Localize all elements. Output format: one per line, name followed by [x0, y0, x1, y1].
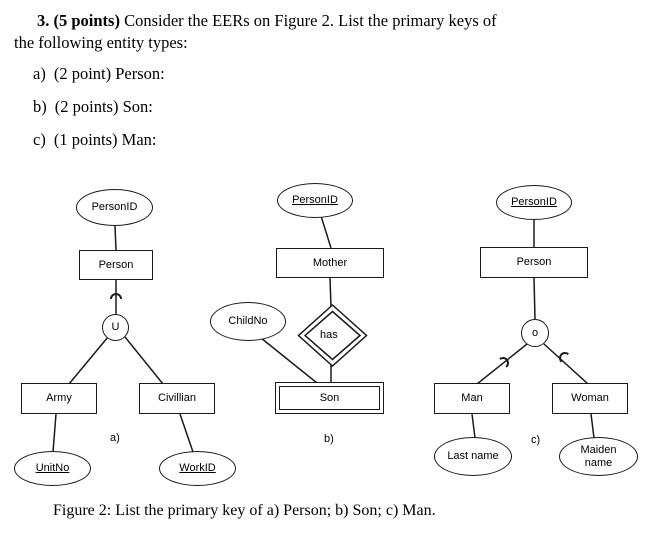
- entity-mother: Mother: [276, 248, 384, 278]
- entity-person-c-label: Person: [516, 256, 552, 269]
- question-intro1: Consider the EERs on Figure 2. List the …: [124, 11, 497, 30]
- attribute-personid-c-label: PersonID: [511, 196, 557, 209]
- subset-symbol-o-woman: [559, 352, 570, 363]
- line-mother-has: [329, 277, 332, 308]
- diagram-b-label: b): [324, 433, 334, 445]
- entity-army-label: Army: [46, 392, 72, 405]
- attribute-maidenname: Maiden name: [559, 437, 638, 476]
- specialization-circle-o: o: [521, 319, 549, 347]
- attribute-childno: ChildNo: [210, 302, 286, 341]
- item-a-label: a): [33, 64, 46, 83]
- circle-u-label: U: [111, 321, 120, 334]
- question-item-b: b) (2 points) Son:: [33, 97, 153, 117]
- question-item-a: a) (2 point) Person:: [33, 64, 165, 84]
- relationship-diamond-inner: [303, 310, 362, 361]
- attribute-maidenname-label: Maiden name: [580, 444, 617, 469]
- item-b-text: (2 points) Son:: [54, 97, 153, 116]
- line-u-civillian: [124, 336, 164, 385]
- entity-person-c: Person: [480, 247, 588, 278]
- item-a-text: (2 point) Person:: [53, 64, 165, 83]
- entity-civillian-label: Civillian: [158, 392, 196, 405]
- line-army-unitno: [52, 413, 57, 453]
- line-o-man: [476, 343, 528, 385]
- question-intro2: the following entity types:: [14, 33, 188, 52]
- entity-person-a-label: Person: [98, 258, 134, 271]
- attribute-lastname: Last name: [434, 437, 512, 476]
- line-person-o: [533, 277, 536, 320]
- attribute-childno-label: ChildNo: [228, 315, 268, 328]
- weak-entity-son: Son: [275, 382, 384, 414]
- entity-army: Army: [21, 383, 97, 414]
- entity-person-a: Person: [79, 250, 153, 280]
- question-item-c: c) (1 points) Man:: [33, 130, 157, 150]
- attribute-personid-a-label: PersonID: [91, 201, 138, 214]
- attribute-personid-b-label: PersonID: [292, 194, 338, 207]
- question-line1: 3. (5 points) Consider the EERs on Figur…: [37, 11, 497, 31]
- attribute-workid: WorkID: [159, 451, 236, 486]
- line-o-woman: [543, 343, 589, 385]
- line-woman-maidenname: [590, 413, 595, 439]
- specialization-circle-u: U: [102, 314, 129, 341]
- question-line2: the following entity types:: [14, 33, 188, 53]
- attribute-unitno: UnitNo: [14, 451, 91, 486]
- attribute-personid-c: PersonID: [496, 185, 572, 220]
- entity-mother-label: Mother: [312, 256, 348, 269]
- relationship-has-label: has: [320, 329, 338, 341]
- diagram-c-label: c): [531, 434, 541, 446]
- weak-entity-son-inner: Son: [279, 386, 380, 410]
- entity-son-label: Son: [319, 391, 340, 404]
- attribute-personid-b: PersonID: [277, 183, 353, 218]
- figure-caption: Figure 2: List the primary key of a) Per…: [53, 502, 436, 519]
- item-b-label: b): [33, 97, 47, 116]
- line-personid-mother: [320, 215, 332, 249]
- item-c-label: c): [33, 130, 46, 149]
- subset-symbol-o-man: [499, 357, 509, 368]
- entity-woman-label: Woman: [571, 392, 609, 405]
- line-civillian-workid: [179, 413, 194, 453]
- entity-civillian: Civillian: [139, 383, 215, 414]
- subset-symbol-person-u: [110, 293, 122, 300]
- attribute-personid-a: PersonID: [76, 189, 153, 226]
- attribute-workid-label: WorkID: [179, 462, 216, 475]
- entity-man-label: Man: [461, 392, 483, 405]
- line-u-army: [68, 336, 109, 385]
- attribute-unitno-label: UnitNo: [35, 462, 70, 475]
- line-personid-person-a: [114, 225, 117, 251]
- question-number: 3. (5 points): [37, 11, 120, 30]
- line-man-lastname: [471, 413, 476, 439]
- diagram-a-label: a): [110, 432, 120, 444]
- entity-woman: Woman: [552, 383, 628, 414]
- line-childno-son: [260, 337, 318, 384]
- circle-o-label: o: [531, 326, 539, 339]
- item-c-text: (1 points) Man:: [53, 130, 157, 149]
- entity-man: Man: [434, 383, 510, 414]
- attribute-lastname-label: Last name: [447, 450, 499, 463]
